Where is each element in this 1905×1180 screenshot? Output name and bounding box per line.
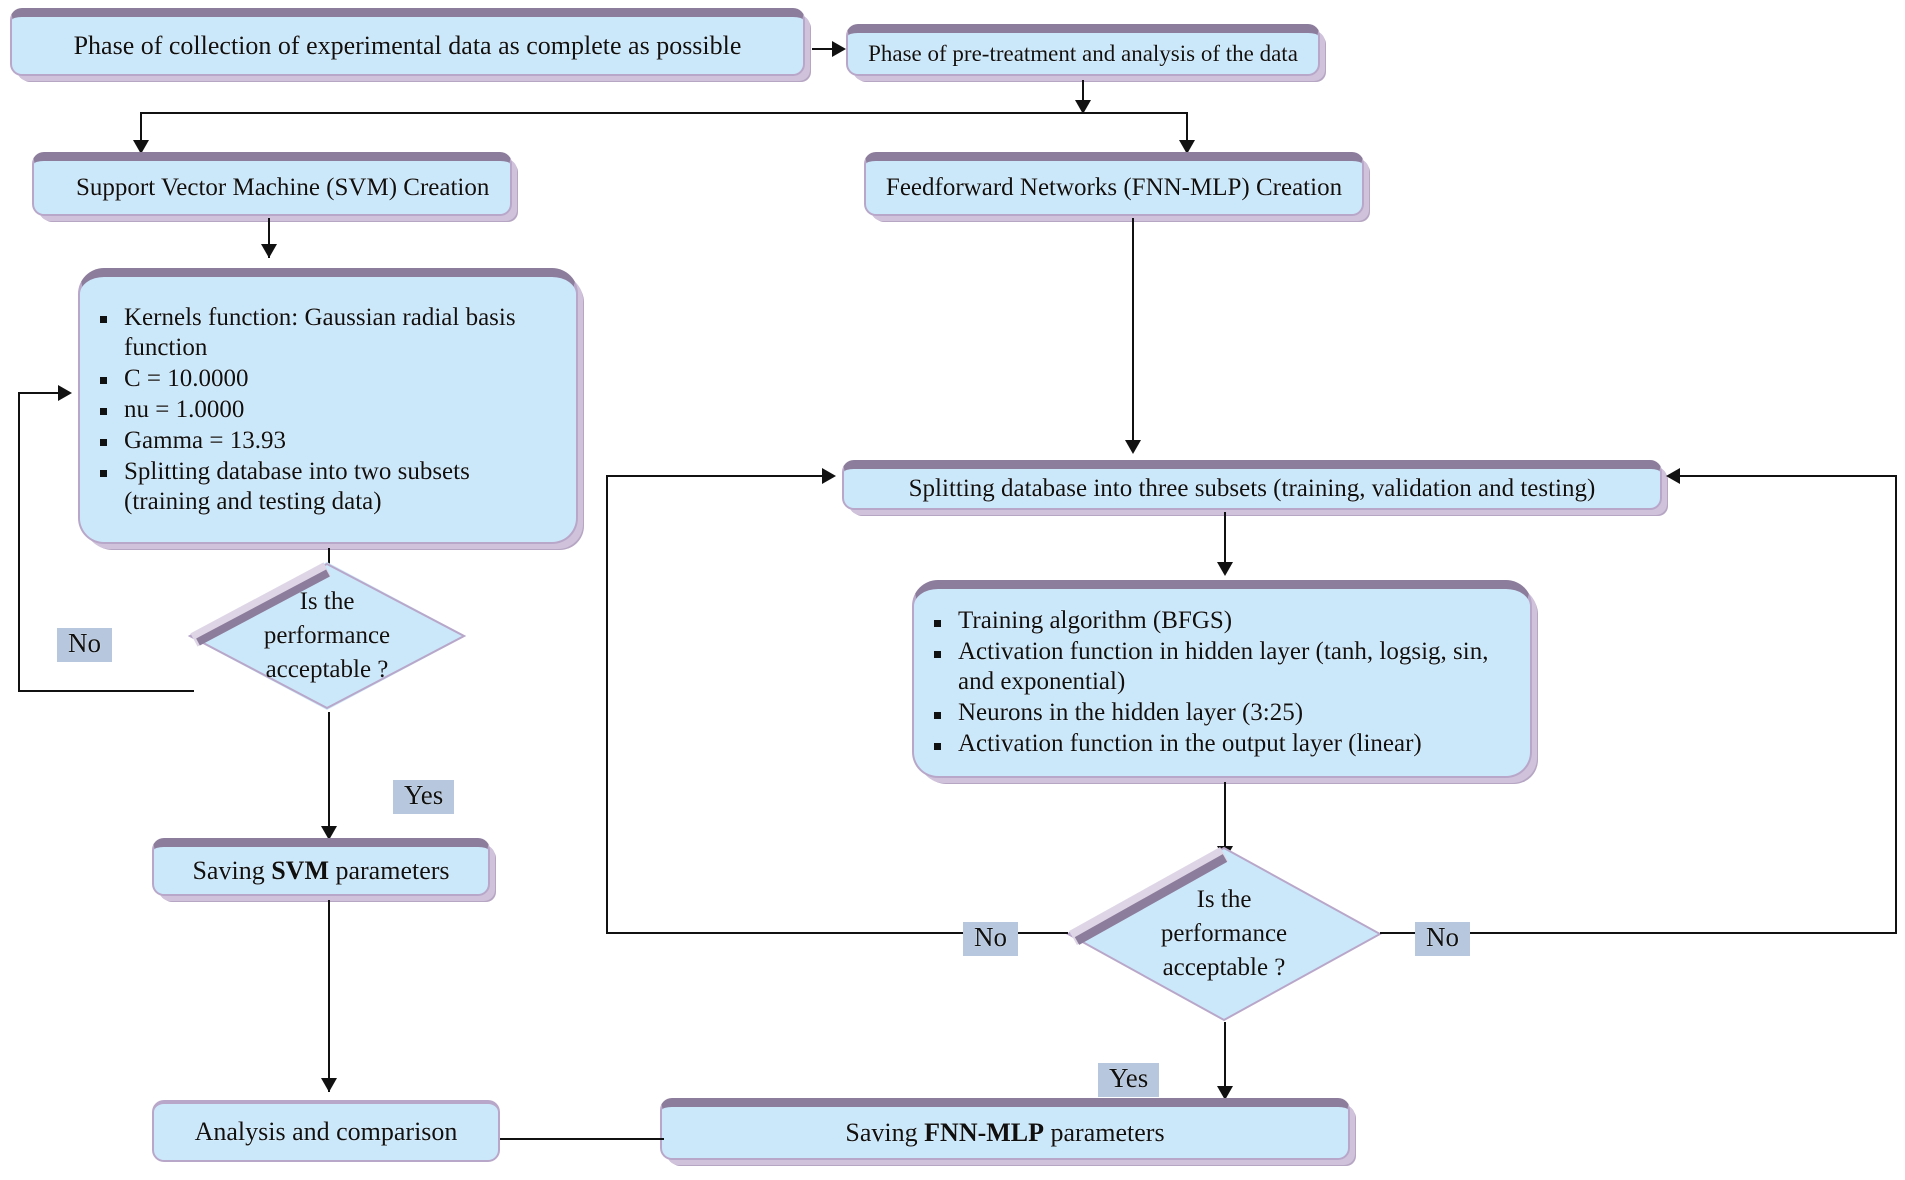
node-split-three[interactable]: Splitting database into three subsets (t… (842, 460, 1662, 510)
node-saving-fnn[interactable]: Saving FNN-MLP parameters (660, 1098, 1350, 1160)
node-saving-fnn-label: Saving FNN-MLP parameters (845, 1118, 1164, 1147)
edge-label-svm-yes: Yes (393, 780, 455, 814)
fnn-decision-line2: performance (1160, 920, 1288, 948)
edge-savingsvm-to-analysis (328, 900, 330, 1092)
edge-svm-no-vertical (18, 392, 20, 692)
edge-fnn-no-left-horizontal (606, 932, 1068, 934)
edge-collection-to-pretreatment (812, 48, 834, 50)
arrowhead-pretreatment-down (1075, 100, 1091, 114)
node-fnn-creation-label: Feedforward Networks (FNN-MLP) Creation (885, 173, 1343, 201)
list-item: C = 10.0000 (100, 364, 558, 394)
arrowhead-savingsvm-to-analysis (321, 1078, 337, 1092)
edge-savingfnn-to-analysis (420, 1138, 664, 1140)
list-item: nu = 1.0000 (100, 395, 558, 425)
edge-bus-to-fnn (1186, 112, 1188, 154)
node-svm-decision[interactable]: Is the performance acceptable ? (188, 562, 466, 710)
list-item: Activation function in hidden layer (tan… (934, 637, 1512, 697)
node-saving-svm-label: Saving SVM parameters (192, 856, 449, 885)
list-item: Kernels function: Gaussian radial basis … (100, 303, 558, 363)
fnn-decision-line3: acceptable ? (1162, 953, 1286, 981)
fnn-decision-line1: Is the (1196, 886, 1252, 914)
node-saving-svm[interactable]: Saving SVM parameters (152, 838, 490, 896)
arrowhead-collection-to-pretreatment (832, 41, 846, 57)
arrowhead-svm-yes (321, 826, 337, 840)
arrowhead-svmcreation-to-params (261, 244, 277, 258)
saving-svm-bold: SVM (271, 855, 329, 885)
edge-fnn-yes-down (1224, 1022, 1226, 1100)
node-pretreatment[interactable]: Phase of pre-treatment and analysis of t… (846, 24, 1320, 76)
node-fnn-decision[interactable]: Is the performance acceptable ? (1066, 846, 1382, 1022)
arrowhead-fnncreation-to-split (1125, 440, 1141, 454)
node-fnn-creation[interactable]: Feedforward Networks (FNN-MLP) Creation (864, 152, 1364, 216)
node-svm-creation-label: Support Vector Machine (SVM) Creation (76, 173, 490, 201)
svm-decision-line3: acceptable ? (265, 655, 389, 683)
edge-split-bus (140, 112, 1188, 114)
svm-decision-text: Is the performance acceptable ? (188, 562, 466, 710)
edge-fnn-no-right-into-split (1680, 475, 1897, 477)
edge-label-svm-no: No (57, 628, 112, 662)
fnn-decision-text: Is the performance acceptable ? (1066, 846, 1382, 1022)
node-svm-creation[interactable]: Support Vector Machine (SVM) Creation (32, 152, 512, 216)
fnn-decision-outline (1066, 846, 1382, 1022)
edge-pretreatment-down (1082, 80, 1084, 112)
arrowhead-fnn-no-left (822, 468, 836, 484)
edge-fnn-no-right-horizontal (1380, 932, 1897, 934)
node-split-three-label: Splitting database into three subsets (t… (908, 474, 1596, 502)
edge-bus-to-svm (140, 112, 142, 154)
svm-decision-outline (188, 562, 466, 710)
arrowhead-fnn-yes (1217, 1086, 1233, 1100)
saving-svm-prefix: Saving (192, 855, 272, 885)
edge-label-fnn-yes: Yes (1098, 1063, 1160, 1097)
edge-fnncreation-to-split (1132, 218, 1134, 448)
node-pretreatment-label: Phase of pre-treatment and analysis of t… (868, 40, 1298, 66)
list-item: Activation function in the output layer … (934, 729, 1512, 759)
edge-svmcreation-to-params (268, 218, 270, 258)
edge-fnn-no-left-into-split (606, 475, 828, 477)
node-fnn-params[interactable]: Training algorithm (BFGS) Activation fun… (912, 580, 1532, 778)
saving-fnn-bold: FNN-MLP (924, 1117, 1045, 1147)
svm-decision-line2: performance (263, 622, 391, 650)
arrowhead-svm-no (58, 385, 72, 401)
edge-split-to-fnnparams (1224, 512, 1226, 574)
list-item: Training algorithm (BFGS) (934, 606, 1512, 636)
edge-fnn-no-left-vertical (606, 475, 608, 934)
saving-fnn-prefix: Saving (845, 1117, 925, 1147)
saving-fnn-suffix: parameters (1044, 1117, 1165, 1147)
list-item: Gamma = 13.93 (100, 426, 558, 456)
edge-label-fnn-no-left: No (963, 922, 1018, 956)
node-collection-label: Phase of collection of experimental data… (73, 30, 742, 60)
arrowhead-bus-to-svm (133, 140, 149, 154)
edge-svm-no-horizontal (18, 690, 194, 692)
node-svm-params[interactable]: Kernels function: Gaussian radial basis … (78, 268, 578, 544)
list-item: Splitting database into two subsets (tra… (100, 457, 558, 517)
svm-params-list: Kernels function: Gaussian radial basis … (98, 302, 558, 518)
node-collection[interactable]: Phase of collection of experimental data… (10, 8, 805, 76)
svm-decision-line1: Is the (299, 588, 355, 616)
node-analysis-label: Analysis and comparison (194, 1117, 458, 1147)
edge-fnn-no-right-vertical (1895, 475, 1897, 934)
node-analysis[interactable]: Analysis and comparison (152, 1100, 500, 1162)
edge-label-fnn-no-right: No (1415, 922, 1470, 956)
arrowhead-fnn-no-right (1666, 468, 1680, 484)
arrowhead-split-to-fnnparams (1217, 562, 1233, 576)
edge-svm-yes-down (328, 712, 330, 840)
edge-fnnparams-to-decision (1224, 782, 1226, 858)
fnn-params-list: Training algorithm (BFGS) Activation fun… (932, 605, 1512, 760)
arrowhead-bus-to-fnn (1179, 140, 1195, 154)
edge-svm-no-into-params (18, 392, 62, 394)
saving-svm-suffix: parameters (328, 855, 450, 885)
list-item: Neurons in the hidden layer (3:25) (934, 698, 1512, 728)
